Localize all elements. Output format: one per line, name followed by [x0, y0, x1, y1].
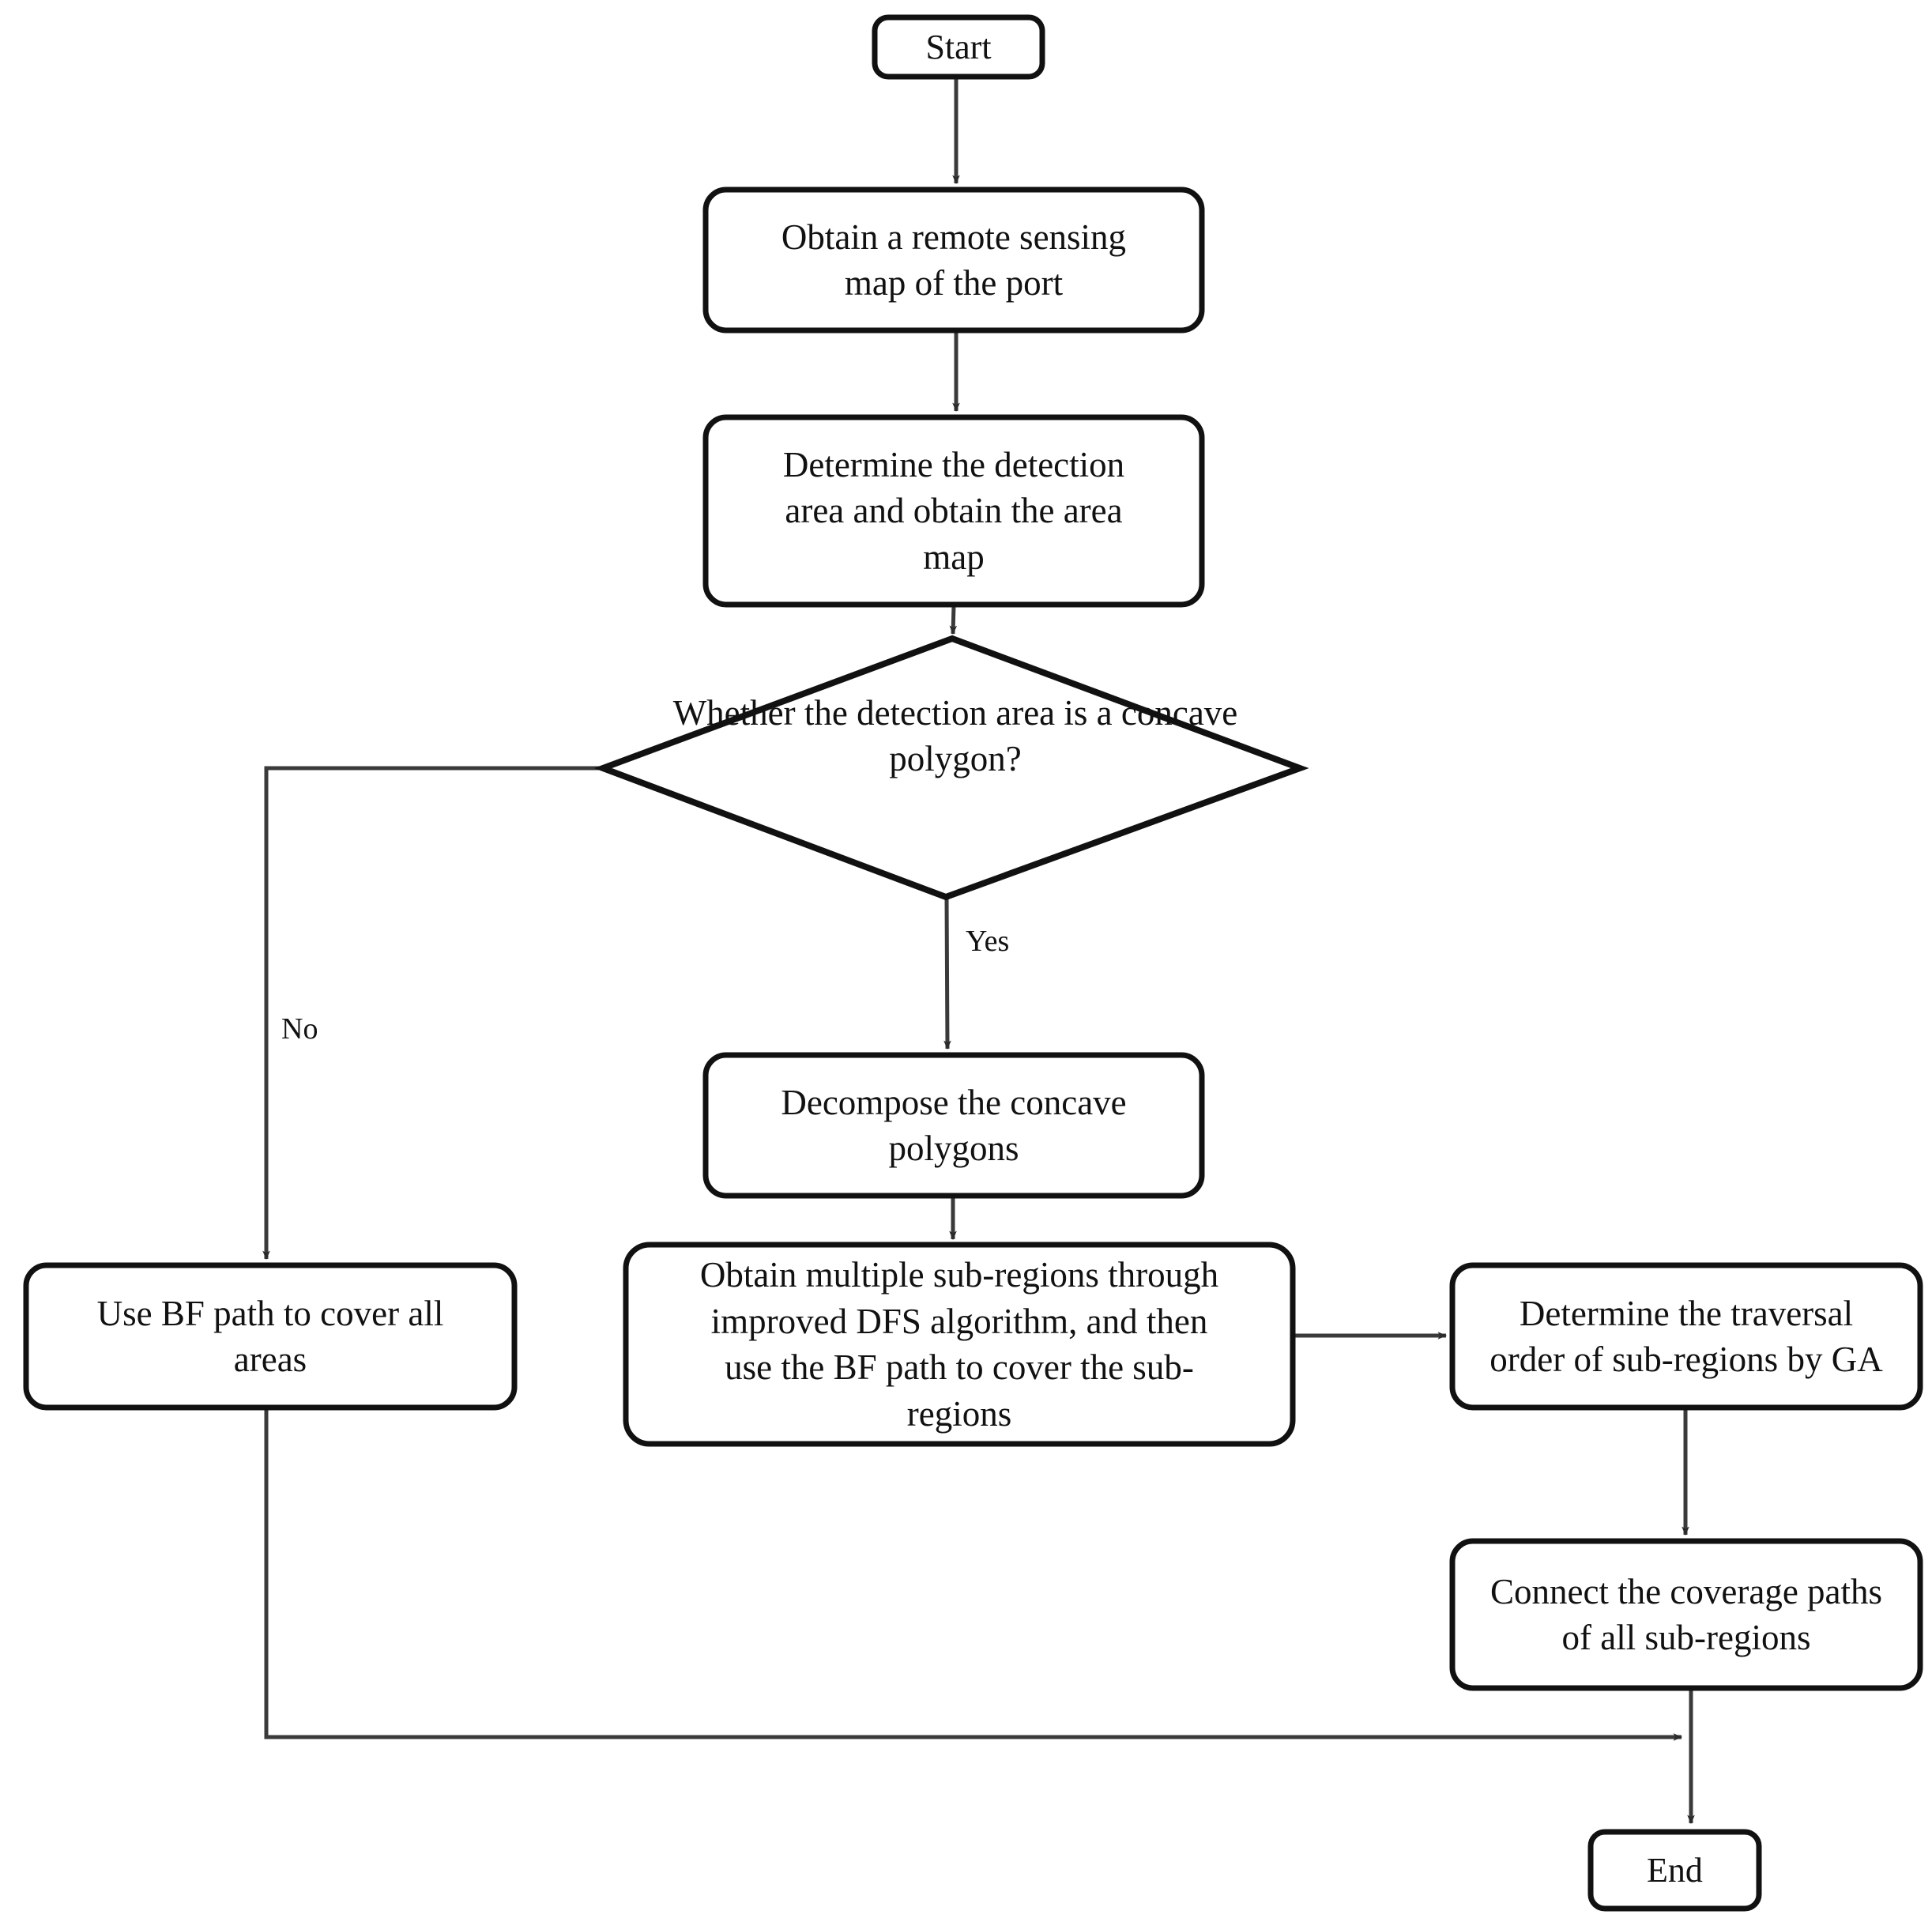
node-dfs — [623, 1242, 1296, 1447]
edge-label-yes: Yes — [966, 925, 1010, 958]
connector-bf-all-to-end — [264, 1408, 1683, 1741]
node-connect-paths — [1449, 1538, 1923, 1691]
node-end — [1587, 1829, 1762, 1912]
node-traversal-order — [1449, 1262, 1923, 1411]
connector-determine-area-to-decision — [949, 605, 958, 635]
node-obtain-map — [702, 187, 1205, 334]
node-decompose — [702, 1052, 1205, 1199]
node-start — [872, 14, 1045, 80]
node-decision-diamond — [593, 635, 1309, 901]
node-determine-area — [702, 414, 1205, 608]
connector-decision-no-to-bf-all — [262, 766, 599, 1261]
edge-label-no: No — [281, 1012, 318, 1046]
node-bf-all — [23, 1262, 518, 1411]
